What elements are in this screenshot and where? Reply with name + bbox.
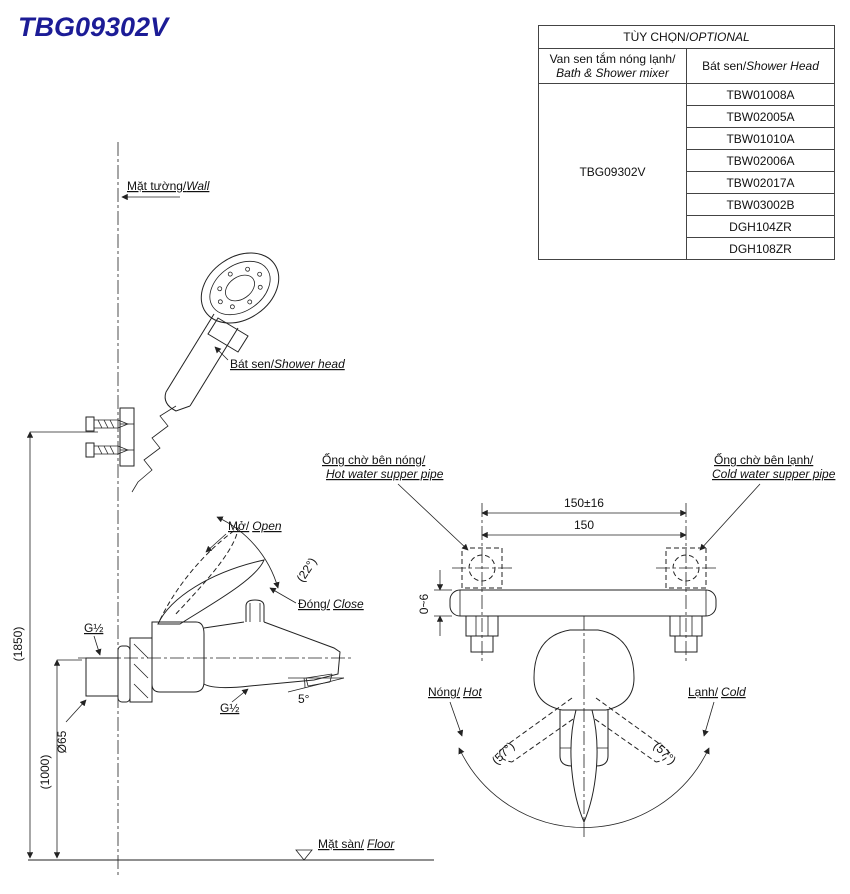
g-half-bottom-leader [231,688,249,703]
mixer-code-cell: TBG09302V [538,83,687,260]
cold-union-nut [669,615,703,653]
hot-supply-pipe [452,547,512,589]
cold-pipe-label-en: Cold water supper pipe [712,467,836,481]
open-label: Mở/Open [228,519,282,533]
spout [203,621,341,689]
options-table: TÙY CHỌN/OPTIONAL Van sen tắm nóng lạnh/… [538,25,835,260]
wall-anchor-screws [85,407,135,467]
shower-head-leader [214,346,229,361]
dimension-150-tolerance: 150±16 [481,496,687,517]
dim-150-label: 150 [574,518,594,532]
open-arrow [205,533,227,553]
g-half-top-label: G½ [84,621,103,635]
escutcheon [117,645,131,703]
cold-arrow [702,701,715,737]
cold-pipe-leader [699,483,761,551]
angle-57-right-label: (57°) [651,739,679,767]
dimension-1000: (1000) [38,659,82,859]
close-label: Đóng/Close [298,597,364,611]
ground-symbol [295,849,313,861]
hot-union-nut [465,615,499,653]
shower-head-cell: DGH108ZR [686,237,835,260]
shower-head-label: Bát sen/Shower head [230,357,345,371]
g-half-bottom-label: G½ [220,701,239,715]
shower-head-cell: TBW02017A [686,171,835,194]
shower-holder [207,317,249,353]
dim-depth-label: 0~6 [417,593,431,614]
mixer-body-front [533,629,635,711]
cold-pipe-label: Ống chờ bên lạnh/ [714,452,814,467]
diverter-knob [245,599,265,622]
cold-supply-pipe [656,547,716,589]
mixer-side-view [78,516,352,703]
height-dimension-label: (1850) [11,627,25,662]
hot-pipe-label-en: Hot water supper pipe [326,467,444,481]
wall-label: Mặt tường/Wall [127,179,210,193]
page-title: TBG09302V [18,12,169,42]
open-angle-label: (22°) [294,555,320,585]
cold-label: Lạnh/Cold [688,685,746,699]
handle-open [159,526,239,621]
dimension-150: 150 [481,518,687,539]
diameter-leader [65,699,87,723]
spout-angle-label: 5° [298,692,310,706]
hot-arrow [449,701,464,737]
rotation-arc [458,747,710,828]
spout-height-dimension-label: (1000) [38,755,52,790]
handle-closed [157,559,265,625]
open-angle-arc [216,516,280,589]
hot-pipe-label: Ống chờ bên nóng/ [322,452,426,467]
shower-head-cell: TBW02005A [686,105,835,128]
shower-column-header: Bát sen/Shower Head [686,48,835,84]
hot-pipe-leader [397,483,469,551]
dimension-1850: (1850) [11,431,98,859]
hot-label: Nóng/Hot [428,685,482,699]
side-view: Mặt tường/Wall [11,142,434,876]
angle-57-left-label: (57°) [489,739,517,767]
close-arrow [269,587,297,604]
g-half-top-leader [93,635,102,656]
hand-shower-drawing [131,252,280,493]
dim-150-tolerance-label: 150±16 [564,496,604,510]
table-header: TÙY CHỌN/OPTIONAL [538,25,835,49]
valve-body [151,621,205,693]
front-view: Ống chờ bên nóng/ Hot water supper pipe … [322,452,836,840]
dimension-depth: 0~6 [417,570,452,636]
shower-head-cell: TBW01010A [686,127,835,150]
shower-head-cell: DGH104ZR [686,215,835,238]
floor-label: Mặt sàn/Floor [318,837,395,851]
diameter-label: Ø65 [55,730,69,753]
concealed-supply-box [85,657,119,697]
mounting-bar [449,589,717,617]
shower-hose [131,405,177,493]
